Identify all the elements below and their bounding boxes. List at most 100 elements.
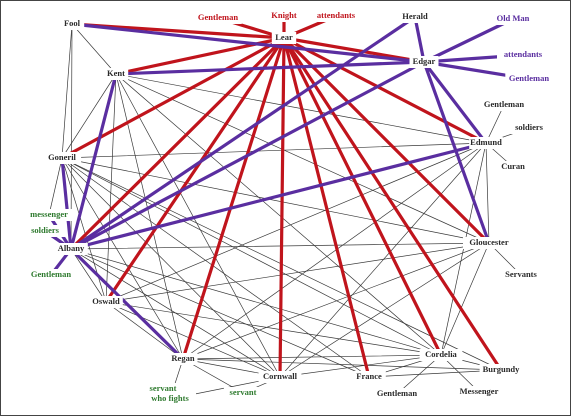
edge-fool-kent	[71, 23, 117, 75]
edge-oswald-regan	[105, 301, 184, 360]
node-bg-attendants_edgar	[497, 49, 549, 61]
edge-gloucester-cornwall	[279, 242, 490, 378]
edge-goneril-messenger	[48, 157, 63, 216]
edge-kent-goneril	[61, 73, 117, 159]
node-bg-gentleman_cordelia	[373, 388, 421, 400]
node-servant_cornwall: servant	[230, 387, 257, 397]
node-oswald: Oswald	[92, 296, 120, 306]
edge-albany-france	[70, 248, 370, 378]
edge-regan-cordelia	[182, 354, 442, 360]
node-messenger: messenger	[30, 209, 68, 219]
node-bg-cordelia	[419, 349, 463, 361]
node-bg-servants	[499, 269, 543, 281]
node-gentleman_cordelia: Gentleman	[377, 388, 417, 398]
node-bg-edgar	[409, 56, 439, 68]
edge-goneril-gloucester	[61, 157, 490, 244]
node-servants: Servants	[505, 269, 537, 279]
edge-cornwall-cordelia	[279, 354, 442, 378]
node-curan: Curan	[501, 161, 525, 171]
edge-lear-cornwall	[278, 36, 286, 379]
node-bg-oswald	[89, 296, 123, 308]
node-bg-gentleman_albany	[27, 269, 75, 281]
node-regan: Regan	[171, 353, 194, 363]
node-knight: Knight	[271, 10, 297, 20]
edge-edmund-cornwall	[279, 142, 487, 378]
edge-edgar-old_man	[422, 17, 515, 64]
edge-oswald-cordelia	[105, 301, 442, 356]
edge-edmund-oswald	[105, 142, 487, 303]
edge-goneril-france	[61, 157, 370, 378]
edge-goneril-cornwall	[61, 157, 281, 378]
node-herald: Herald	[402, 11, 428, 21]
edge-france-burgundy	[368, 369, 502, 378]
node-messenger_cordelia: Messenger	[460, 386, 499, 396]
edge-lear-albany	[69, 36, 286, 251]
node-bg-cornwall	[258, 371, 302, 383]
edge-albany-regan	[69, 247, 185, 361]
edge-edgar-herald	[413, 15, 426, 64]
edge-albany-edmund	[69, 141, 488, 251]
edge-lear-regan	[181, 36, 286, 361]
edge-gloucester-cordelia	[440, 242, 490, 356]
node-bg-albany	[54, 243, 88, 255]
node-bg-old_man	[493, 13, 533, 25]
edge-albany-kent	[69, 72, 118, 251]
node-fool: Fool	[64, 18, 81, 28]
edge-kent-oswald	[105, 73, 117, 303]
edge-lear-edmund	[282, 36, 488, 145]
node-gentleman_lear: Gentleman	[198, 12, 238, 22]
thin-edges-layer	[48, 23, 530, 400]
node-bg-servant_line1	[143, 383, 183, 395]
node-attendants_edgar: attendants	[504, 49, 543, 59]
edge-edgar-edmund	[422, 60, 488, 145]
edge-albany-goneril	[60, 156, 73, 251]
edge-edgar-gloucester	[422, 60, 491, 245]
edge-cordelia-messenger_cordelia	[440, 354, 480, 393]
node-edgar: Edgar	[413, 56, 436, 66]
edge-lear-oswald	[104, 36, 286, 304]
edge-fool-goneril	[61, 23, 73, 159]
edge-edgar-albany	[69, 60, 426, 251]
node-bg-gentleman_edmund	[480, 99, 528, 111]
node-bg-messenger_cordelia	[455, 386, 503, 398]
edge-kent-cornwall	[115, 73, 281, 378]
node-bg-france	[352, 371, 386, 383]
node-attendants_lear: attendants	[317, 10, 356, 20]
node-servant_line2: who fights	[151, 393, 189, 403]
edge-goneril-cordelia	[61, 157, 442, 356]
edge-goneril-edmund	[61, 142, 487, 159]
node-cordelia: Cordelia	[425, 349, 457, 359]
edge-lear-france	[282, 36, 371, 379]
node-bg-servant_cornwall	[223, 387, 263, 399]
node-bg-fool	[59, 18, 85, 30]
edge-lear-burgundy	[282, 36, 503, 372]
node-bg-soldiers_albany	[23, 225, 67, 237]
edge-oswald-cornwall	[105, 301, 281, 378]
node-burgundy: Burgundy	[483, 364, 521, 374]
node-goneril: Goneril	[48, 152, 76, 162]
node-albany: Albany	[58, 243, 85, 253]
edge-lear-gloucester	[282, 36, 491, 245]
node-bg-gloucester	[463, 237, 515, 249]
node-bg-burgundy	[479, 364, 523, 376]
edge-lear-cordelia	[282, 36, 443, 357]
node-gentleman_albany: Gentleman	[31, 269, 71, 279]
node-bg-regan	[168, 353, 198, 365]
edge-regan-burgundy	[182, 358, 502, 371]
node-bg-lear	[271, 32, 297, 44]
node-bg-gentleman_lear	[194, 12, 242, 24]
edge-edmund-gentleman_edmund	[485, 104, 505, 144]
node-gentleman_edmund: Gentleman	[484, 99, 524, 109]
node-gloucester: Gloucester	[469, 237, 508, 247]
node-cornwall: Cornwall	[263, 371, 298, 381]
node-bg-edmund	[469, 137, 503, 149]
node-bg-goneril	[42, 152, 82, 164]
edge-kent-gloucester	[115, 73, 490, 244]
node-bg-soldiers_edmund	[507, 122, 551, 134]
node-old_man: Old Man	[497, 13, 530, 23]
edge-edgar-fool	[70, 22, 426, 64]
node-bg-messenger	[25, 209, 73, 221]
